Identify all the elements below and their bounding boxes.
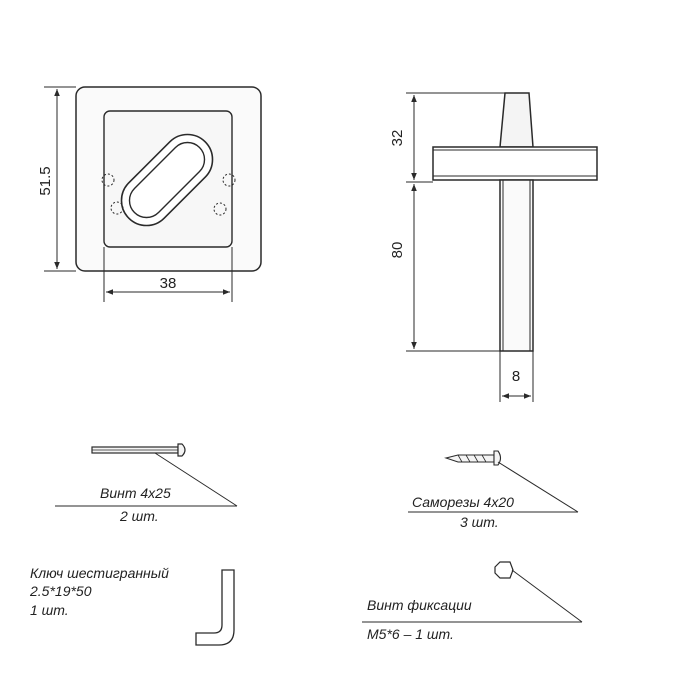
plate-height-dimension bbox=[44, 86, 76, 272]
hex-key-name: Ключ шестигранный bbox=[30, 565, 169, 581]
hex-key-drawing bbox=[195, 569, 235, 646]
self-tapping-name: Саморезы 4x20 bbox=[412, 494, 514, 510]
pin-shaft-length-label: 80 bbox=[389, 242, 406, 259]
set-screw-leader bbox=[362, 569, 583, 623]
pin-diameter-dimension bbox=[499, 351, 534, 402]
screw-4x25-leader bbox=[55, 452, 238, 507]
set-screw-drawing bbox=[494, 561, 514, 579]
mounting-holes bbox=[101, 173, 236, 216]
set-screw-qty: M5*6 – 1 шт. bbox=[367, 626, 454, 642]
set-screw-name: Винт фиксации bbox=[367, 597, 472, 613]
screw-4x25-qty: 2 шт. bbox=[119, 508, 159, 524]
pin-head-dimension bbox=[406, 92, 505, 183]
screw-4x25-name: Винт 4x25 bbox=[100, 485, 171, 501]
self-tapping-qty: 3 шт. bbox=[460, 514, 499, 530]
self-tapping-screw-drawing bbox=[444, 450, 502, 466]
thumb-turn-pin bbox=[432, 92, 598, 352]
plate-width-label: 38 bbox=[160, 275, 177, 292]
screw-4x25-drawing bbox=[91, 443, 186, 457]
hex-key-qty: 1 шт. bbox=[30, 602, 69, 618]
plate-height-label: 51.5 bbox=[37, 166, 54, 195]
self-tapping-leader bbox=[408, 461, 579, 513]
pin-head-height-label: 32 bbox=[389, 130, 406, 147]
escutcheon-plate bbox=[75, 86, 262, 272]
hex-key-size: 2.5*19*50 bbox=[29, 583, 92, 599]
oval-slot bbox=[120, 133, 214, 227]
pin-shaft-dimension bbox=[406, 184, 500, 352]
plate-width-dimension bbox=[103, 247, 233, 302]
pin-diameter-label: 8 bbox=[512, 368, 520, 385]
